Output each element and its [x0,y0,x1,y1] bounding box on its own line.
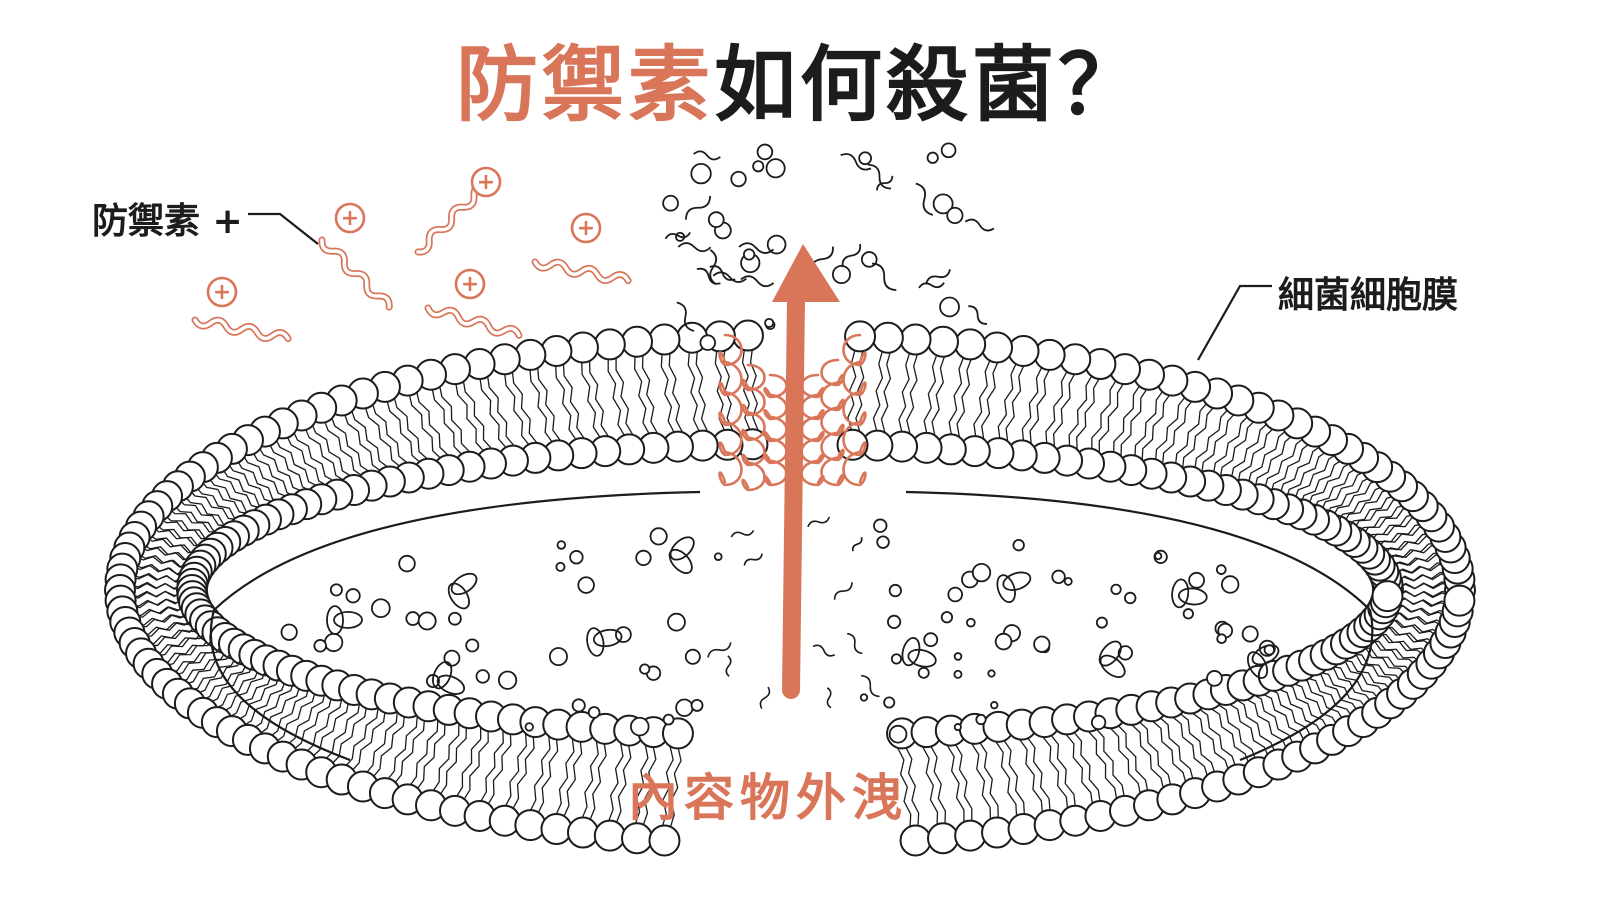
defensin-peptide: + [318,202,393,311]
defensin-peptides: + + + + + [191,166,632,343]
label-membrane: 細菌細胞膜 [1278,275,1459,316]
svg-text:+: + [477,170,495,195]
bacterial-membrane [104,319,1476,857]
defensin-peptide: + [531,212,632,285]
svg-text:+: + [213,280,231,305]
svg-text:+: + [461,272,479,297]
defensin-peptide: + [191,276,292,343]
title-rest: 如何殺菌？ [714,38,1145,133]
defensin-peptide: + [414,166,502,256]
title-accent: 防禦素 [455,38,714,133]
dna-tangle [668,536,695,574]
dna-tangle [447,572,478,610]
svg-text:+: + [577,216,595,241]
svg-text:+: + [341,206,359,231]
plus-charge-icon: + [454,268,486,300]
dna-tangle [1247,644,1280,679]
dna-tangle [901,637,937,668]
dna-tangle [996,571,1032,603]
label-defensin: 防禦素 + [92,201,243,242]
plus-charge-icon: + [470,166,502,198]
plus-charge-icon: + [570,212,602,244]
dna-tangle [586,627,623,657]
page-title: 防禦素如何殺菌？ [0,18,1600,137]
dna-tangle [432,661,466,695]
plus-charge-icon: + [334,202,366,234]
leaking-contents [662,142,995,709]
dna-tangle [326,605,363,635]
membrane-pore [718,333,867,492]
leader-line-membrane [1197,284,1272,361]
plus-charge-icon: + [206,276,238,308]
leader-line-defensin [248,212,319,245]
defensin-peptide: + [424,268,523,339]
arrow-up-icon [772,244,840,699]
dna-tangle [1171,578,1208,609]
cell-contents [280,518,1280,744]
dna-tangle [1098,640,1126,678]
label-leak: 內容物外洩 [628,769,908,827]
